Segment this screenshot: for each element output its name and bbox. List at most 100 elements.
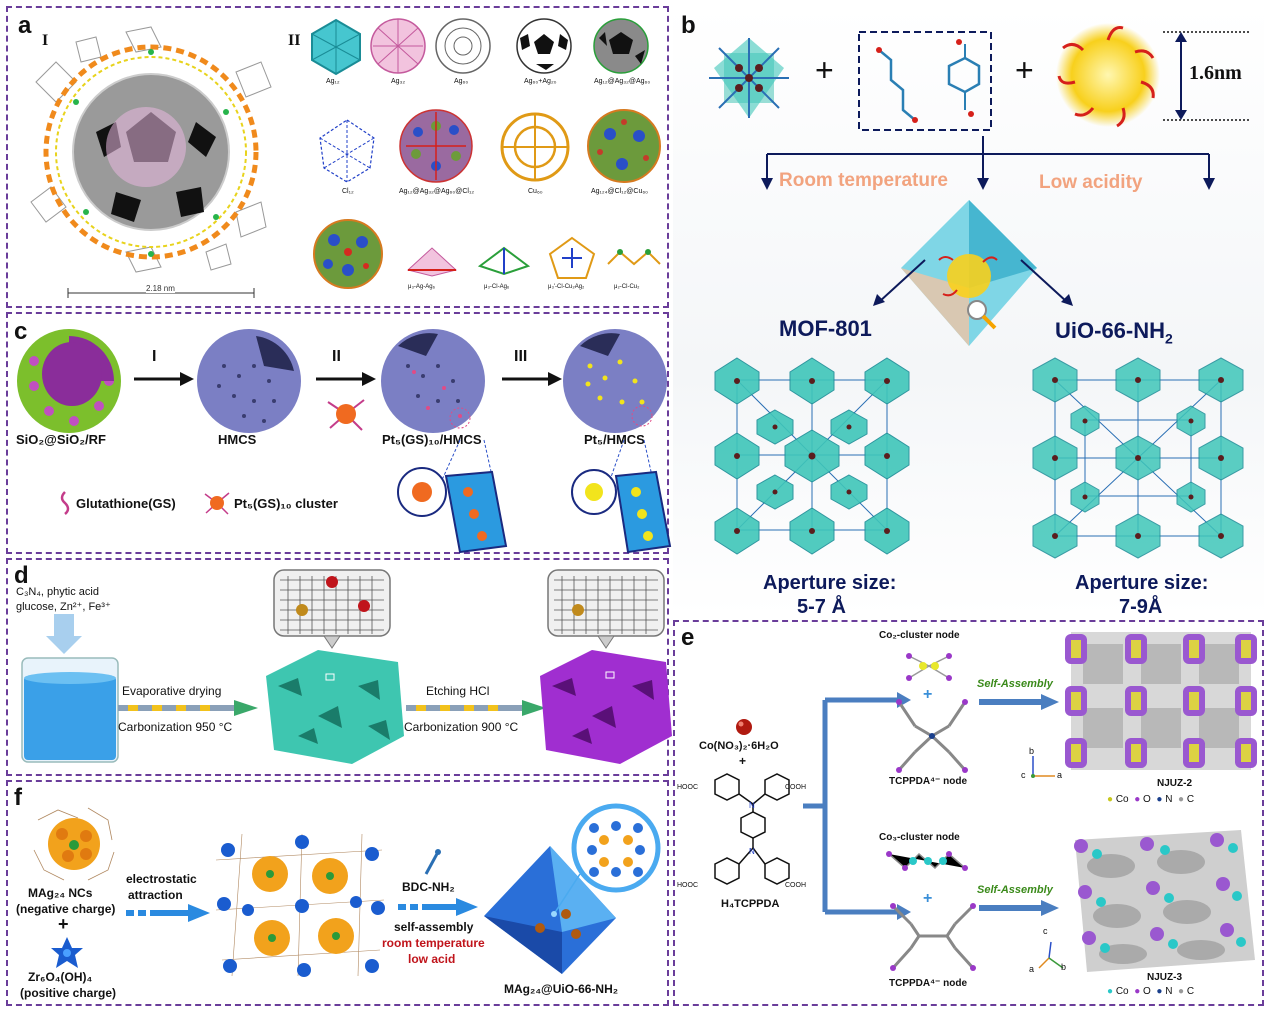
axis-b-1: b xyxy=(1029,746,1035,756)
mof-801-lattice xyxy=(714,357,910,555)
legend-row-1: ● Co ● O ● N ● C xyxy=(1107,794,1195,805)
axis-a-2: a xyxy=(1029,964,1035,974)
uio-66-sub: 2 xyxy=(1165,330,1173,347)
aperture-2-label: Aperture size: xyxy=(1075,572,1209,594)
njuz-2-structure xyxy=(1065,632,1257,770)
svg-text:N: N xyxy=(749,801,755,810)
panel-f-frame xyxy=(6,780,669,1006)
plus-co2: + xyxy=(923,686,933,703)
self-assembly-2: Self-Assembly xyxy=(977,884,1053,896)
axis-a-1: a xyxy=(1057,770,1063,780)
mu3p-cl-cu2ag2-structure xyxy=(548,236,596,279)
zr6-charge: (positive charge) xyxy=(20,986,117,1000)
leg2-co: Co xyxy=(1115,986,1129,997)
hooc-bottom: HOOC xyxy=(677,882,698,889)
pt5-cluster-small xyxy=(327,399,365,431)
label-mu3-ag: μ₃-Ag-Ag₆ xyxy=(408,284,435,290)
label-cl12: Cl₁₂ xyxy=(342,188,354,195)
aperture-1-value: 5-7 Å xyxy=(797,596,846,618)
ag60-structure xyxy=(435,18,491,74)
panel-d-frame xyxy=(6,558,669,776)
svg-text:N: N xyxy=(749,847,755,856)
step-evaporative: Evaporative drying xyxy=(122,684,222,698)
size-label: 1.6nm xyxy=(1189,62,1242,84)
plus-f: + xyxy=(58,914,69,934)
mu3-ag-ag6-structure xyxy=(406,247,458,277)
panel-e-frame xyxy=(673,620,1264,1006)
aperture-1-label: Aperture size: xyxy=(763,572,897,594)
panel-a: a I II 2.18 nm Ag₁₂ Ag₃₂ Ag₆₀ Ag₆₀+Ag₂₀ … xyxy=(6,6,669,308)
legend-row-2: ● Co ● O ● N ● C xyxy=(1107,986,1195,997)
node-pt5-hmcs: Pt₅/HMCS xyxy=(584,432,645,447)
panel-c: c I II III SiO₂@SiO₂/RF HMCS Pt₅(GS)₁₀/H… xyxy=(6,312,672,554)
beaker xyxy=(21,657,119,763)
cond-room-temperature: Room temperature xyxy=(779,170,948,191)
label-mu3p: μ₃'-Cl-Cu₂Ag₂ xyxy=(548,284,585,290)
low-acid-f: low acid xyxy=(408,952,456,966)
inputs-line2: glucose, Zn²⁺, Fe³⁺ xyxy=(16,601,111,613)
label-ag60-ag20: Ag₆₀+Ag₂₀ xyxy=(524,78,557,85)
axis-c-2: c xyxy=(1043,926,1048,936)
panel-f-label: f xyxy=(14,784,22,811)
step3-label: III xyxy=(514,348,528,365)
electrostatic-label: electrostatic xyxy=(126,872,197,886)
ag60-ag20-structure xyxy=(516,18,572,74)
label-mu3-cl: μ₃-Cl-Ag₆ xyxy=(484,284,510,290)
node-hmcs: HMCS xyxy=(218,432,257,447)
self-assembly-1: Self-Assembly xyxy=(977,678,1053,690)
e-branch-arrows xyxy=(803,692,911,920)
cu60-structure xyxy=(500,112,570,182)
panel-b: b + + 1.6nm Room temperature Low acidity… xyxy=(673,6,1264,618)
sa-arrow-1 xyxy=(979,694,1059,710)
panel-a-label: a xyxy=(18,12,32,39)
panel-c-label: c xyxy=(14,318,28,345)
panel-f: f MAg₂₄ NCs (negative charge) + Zr₆O₄(OH… xyxy=(6,780,669,1006)
panel-b-label: b xyxy=(681,12,696,39)
co2-node-label: Co₂-cluster node xyxy=(879,630,960,641)
big-sphere-structure xyxy=(313,219,383,289)
step-carbonization-950: Carbonization 950 °C xyxy=(118,720,233,734)
cond-low-acidity: Low acidity xyxy=(1039,172,1143,193)
co2-cluster xyxy=(906,653,952,681)
step2-label: II xyxy=(332,348,341,365)
leg1-o: O xyxy=(1143,794,1151,805)
zr-cluster-icon xyxy=(709,38,789,118)
plus-e: + xyxy=(739,754,747,768)
co3-node-label: Co₃-cluster node xyxy=(879,832,960,843)
panel-d-label: d xyxy=(14,562,29,589)
h4tcppda-structure: NN xyxy=(714,773,790,885)
pour-arrow xyxy=(46,614,82,654)
plus-2: + xyxy=(1015,52,1034,88)
cluster-illustration xyxy=(30,26,272,273)
label-ag-cl12: Ag₁₂@Ag₃₂@Ag₆₀@Cl₁₂ xyxy=(399,188,475,195)
branch-arrows xyxy=(761,136,1215,190)
cyan-carbon-block xyxy=(266,569,404,764)
leg2-o: O xyxy=(1143,986,1151,997)
node-sio2-rf: SiO₂@SiO₂/RF xyxy=(16,432,106,447)
uio-66-text: UiO-66-NH xyxy=(1055,318,1166,343)
label-ag12: Ag₁₂ xyxy=(326,78,340,85)
njuz-3-structure xyxy=(1074,830,1255,972)
ag12-ag32-ag60-cl12-structure xyxy=(399,109,473,183)
legend-pt5: Pt₅(GS)₁₀ cluster xyxy=(234,496,338,511)
magenta-carbon-block xyxy=(540,569,672,764)
sa-arrow-2 xyxy=(979,900,1059,916)
label-ag60: Ag₆₀ xyxy=(454,78,469,85)
d-arrow-2 xyxy=(406,700,546,716)
aperture-2-value: 7-9Å xyxy=(1119,596,1163,618)
ag12-ag32-ag60-structure xyxy=(593,18,649,74)
cooh-top: COOH xyxy=(785,784,806,791)
step2-arrow xyxy=(316,372,376,386)
bdc-needle xyxy=(424,849,441,875)
step1-label: I xyxy=(152,348,157,365)
room-temp-f: room temperature xyxy=(382,936,485,950)
size-arrow xyxy=(1163,31,1249,121)
label-ag12-ag32-ag60: Ag₁₂@Ag₃₂@Ag₆₀ xyxy=(594,78,651,85)
nanocluster-sun xyxy=(1056,23,1160,128)
sio2-rf-sphere xyxy=(17,329,121,433)
f-arrow-1 xyxy=(126,904,210,922)
pt5gs-hmcs-sphere xyxy=(381,329,485,433)
tcppda-node-2 xyxy=(890,903,976,971)
octahedron-crystal xyxy=(901,200,1037,346)
inputs-line1: C₃N₄, phytic acid xyxy=(16,586,99,598)
